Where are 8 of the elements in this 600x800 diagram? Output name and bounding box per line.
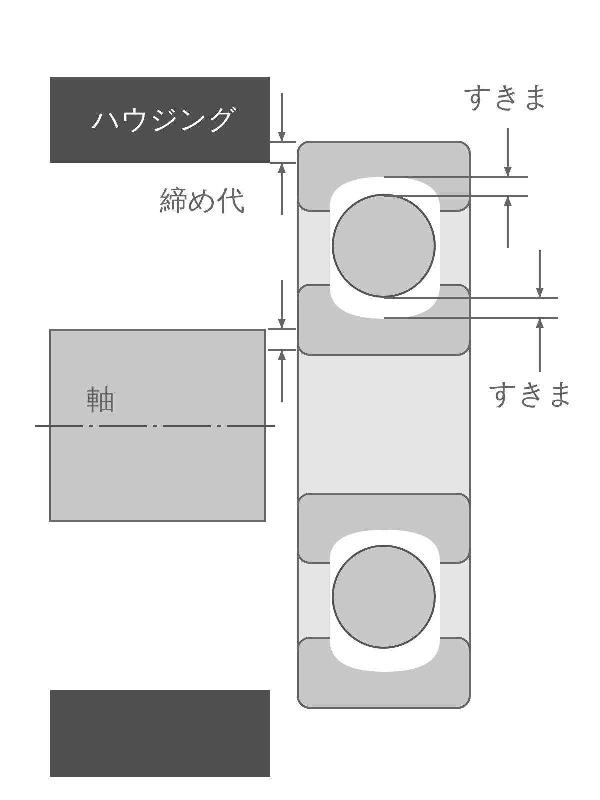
clearance-label: すきま — [489, 379, 576, 410]
shaft-block — [49, 329, 266, 522]
housing-block — [50, 690, 270, 777]
interference-label: 締め代 — [160, 186, 245, 217]
housing-block — [50, 77, 270, 163]
shaft-label: 軸 — [87, 385, 115, 416]
housing-label: ハウジング — [92, 105, 237, 136]
clearance-label: すきま — [464, 82, 551, 113]
